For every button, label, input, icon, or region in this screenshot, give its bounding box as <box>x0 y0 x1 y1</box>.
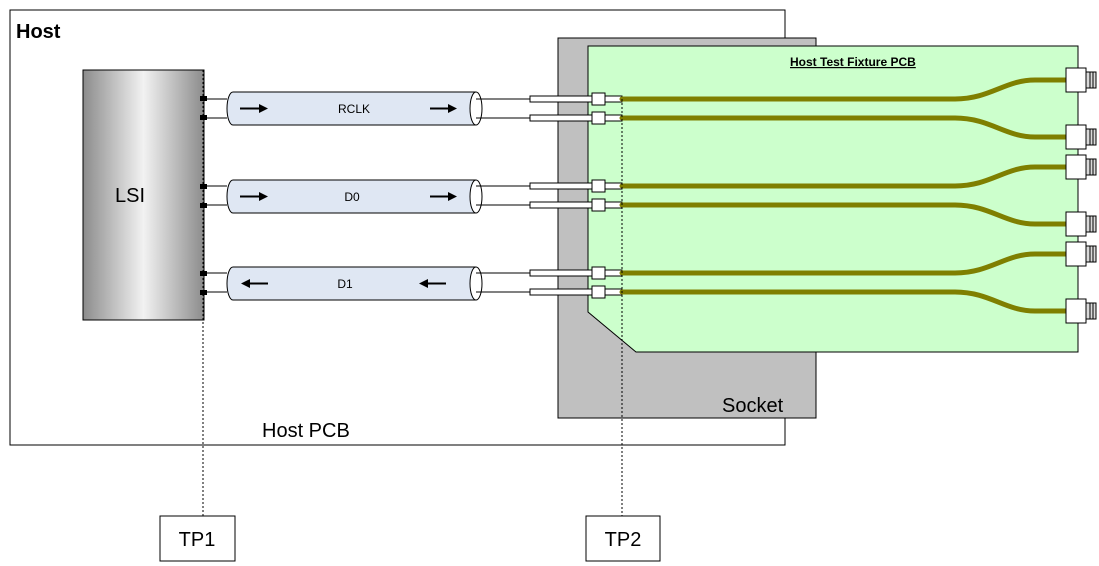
socket-pin <box>529 95 623 103</box>
lane-d1: D1 <box>207 266 530 301</box>
lsi-label: LSI <box>115 185 145 207</box>
lane-label: D1 <box>337 277 353 291</box>
tp2-box <box>585 515 661 562</box>
pcb-trace <box>619 77 1069 102</box>
lane-rclk: RCLK <box>207 91 530 126</box>
arrow-right-icon <box>240 104 268 113</box>
lsi-pin <box>200 290 207 295</box>
lsi-pin <box>200 271 207 276</box>
pcb-trace <box>619 164 1069 189</box>
arrow-right-icon <box>430 104 457 113</box>
socket-pin <box>591 198 606 212</box>
lane-label: D0 <box>344 190 360 204</box>
socket-pin <box>591 285 606 299</box>
socket-pin <box>591 179 606 193</box>
coax-cable-end <box>469 179 483 214</box>
lane-d0: D0 <box>207 179 530 214</box>
arrow-left-icon <box>419 279 446 288</box>
pcb-trace <box>619 115 1069 140</box>
lsi-chip <box>82 69 205 321</box>
coax-cable <box>226 91 477 126</box>
sma-connector-icon <box>1065 241 1097 267</box>
sma-connector-icon <box>1065 67 1097 93</box>
pcb-trace <box>619 251 1069 276</box>
tp2-label: TP2 <box>605 529 642 551</box>
fixture-title: Host Test Fixture PCB <box>790 55 916 69</box>
socket-pin <box>529 182 623 190</box>
sma-connector-icon <box>1065 124 1097 150</box>
sma-connector-icon <box>1065 211 1097 237</box>
lane-label: RCLK <box>338 102 370 116</box>
pcb-trace <box>619 289 1069 314</box>
arrow-right-icon <box>430 192 457 201</box>
sma-connector-icon <box>1065 298 1097 324</box>
socket-pin <box>591 266 606 280</box>
fixture-traces <box>619 77 1069 314</box>
sma-connector-icon <box>1065 154 1097 180</box>
socket-pin <box>529 201 623 209</box>
host-title: Host <box>16 21 61 43</box>
sma-connectors <box>1065 67 1097 324</box>
socket-pins <box>529 92 623 299</box>
socket-pin <box>529 288 623 296</box>
coax-cable <box>226 179 477 214</box>
socket-pin <box>591 111 606 125</box>
coax-cable-end <box>469 266 483 301</box>
coax-cable-end <box>469 91 483 126</box>
socket-pin <box>529 269 623 277</box>
socket-pin <box>591 92 606 106</box>
pcb-trace <box>619 202 1069 227</box>
arrow-left-icon <box>241 279 268 288</box>
host-pcb-label: Host PCB <box>262 420 350 442</box>
socket-label: Socket <box>722 395 784 417</box>
lsi-pin <box>200 203 207 208</box>
arrow-right-icon <box>240 192 268 201</box>
lsi-pin <box>200 115 207 120</box>
tp1-box <box>159 515 236 562</box>
coax-cable <box>226 266 477 301</box>
socket-pin <box>529 114 623 122</box>
tp1-label: TP1 <box>179 529 216 551</box>
